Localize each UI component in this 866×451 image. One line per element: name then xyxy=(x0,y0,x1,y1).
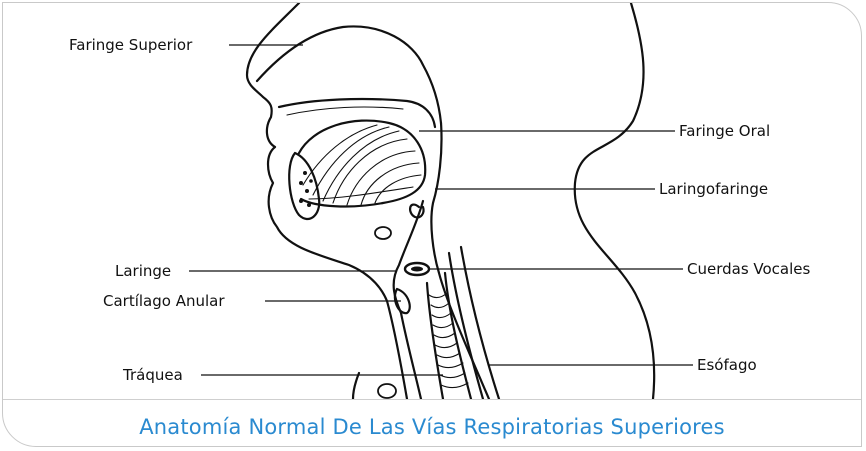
label-faringe-superior: Faringe Superior xyxy=(69,36,193,54)
palate-inner xyxy=(287,107,403,115)
diagram-card: Faringe Superior Faringe Oral Laringofar… xyxy=(2,2,862,447)
thyroid-gland xyxy=(378,384,396,398)
trachea-rings xyxy=(429,293,468,388)
hyoid-bone xyxy=(375,227,391,239)
nasal-cavity xyxy=(257,26,441,123)
label-cuerdas-vocales: Cuerdas Vocales xyxy=(687,260,811,278)
label-traquea: Tráquea xyxy=(122,366,183,384)
hard-palate xyxy=(279,99,435,127)
upper-airway-illustration: Faringe Superior Faringe Oral Laringofar… xyxy=(3,3,862,399)
face-outline xyxy=(247,3,407,399)
label-esofago: Esófago xyxy=(697,356,757,374)
tongue-muscle-fibers xyxy=(303,125,421,205)
caption-divider xyxy=(3,399,861,400)
label-laringofaringe: Laringofaringe xyxy=(659,180,768,198)
diagram-caption: Anatomía Normal De Las Vías Respiratoria… xyxy=(3,415,861,439)
neck-outline xyxy=(575,3,654,399)
jaw-bone xyxy=(289,153,319,219)
label-faringe-oral: Faringe Oral xyxy=(679,122,770,140)
neck-front-line xyxy=(353,373,359,399)
label-cartilago-anular: Cartílago Anular xyxy=(103,292,225,310)
vocal-cords-inner xyxy=(411,267,423,272)
label-laringe: Laringe xyxy=(115,262,171,280)
trachea-front-wall xyxy=(427,283,443,399)
